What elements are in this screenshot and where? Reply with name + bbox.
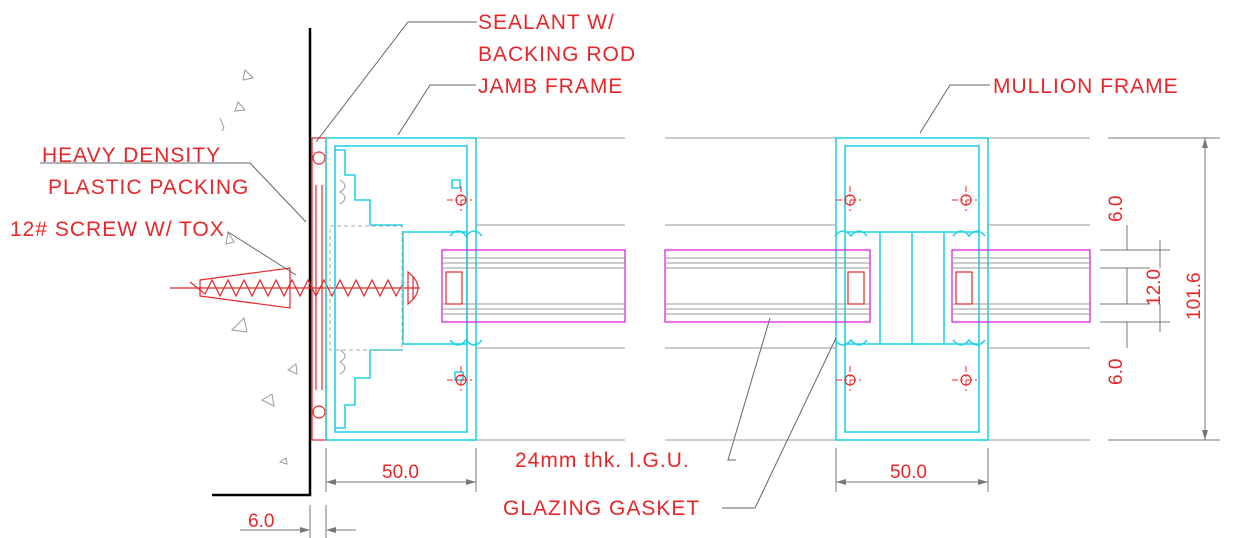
- wall-gap-dim: 6.0: [248, 511, 274, 532]
- dimension-lines: [240, 137, 1220, 538]
- overall-depth-dim: 101.6: [1184, 272, 1205, 320]
- bottom-offset-dim: 6.0: [1106, 359, 1127, 385]
- jamb-width-dim: 50.0: [382, 462, 419, 483]
- igu-label: 24mm thk. I.G.U.: [515, 449, 690, 472]
- leader-lines: [40, 21, 990, 509]
- jamb-frame-label: JAMB FRAME: [478, 75, 623, 98]
- screw-with-tox-plug: [170, 267, 420, 309]
- glazing-gasket-label: GLAZING GASKET: [503, 497, 700, 520]
- glazing-gaskets: [449, 230, 986, 346]
- gap-12-dim: 12.0: [1144, 269, 1165, 306]
- jamb-frame: [325, 137, 477, 441]
- top-offset-dim: 6.0: [1106, 196, 1127, 222]
- screw-label: 12# SCREW W/ TOX: [10, 218, 225, 241]
- igu-glass: [441, 249, 1091, 323]
- mullion-width-dim: 50.0: [890, 462, 927, 483]
- screw-port-marks: [447, 186, 980, 394]
- mullion-frame: [835, 137, 989, 441]
- packing-label-line2: PLASTIC PACKING: [48, 176, 249, 199]
- annotations: SEALANT W/ BACKING ROD JAMB FRAME MULLIO…: [10, 11, 1205, 532]
- sealant-label-line1: SEALANT W/: [478, 11, 615, 34]
- mullion-frame-label: MULLION FRAME: [993, 75, 1179, 98]
- packing-label-line1: HEAVY DENSITY: [42, 144, 221, 167]
- reference-lines: [476, 137, 1090, 441]
- sealant-label-line2: BACKING ROD: [478, 43, 636, 66]
- concrete-wall: [212, 28, 312, 497]
